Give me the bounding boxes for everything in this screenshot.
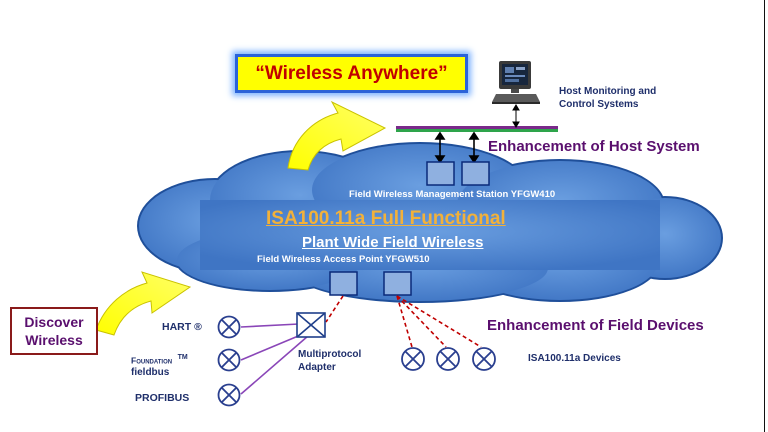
discover-wireless-arrow bbox=[95, 271, 192, 336]
station-link-arrows bbox=[434, 131, 480, 164]
discover-wireless-callout: Discover Wireless bbox=[10, 307, 98, 355]
foundation-text: Foundation bbox=[131, 355, 173, 366]
field-enhancement-label: Enhancement of Field Devices bbox=[487, 317, 704, 334]
fieldbus-text: fieldbus bbox=[131, 367, 170, 379]
access-point-label: Field Wireless Access Point YFGW510 bbox=[257, 254, 430, 265]
host-label-line-2: Control Systems bbox=[559, 99, 639, 110]
host-label-line-1: Host Monitoring and bbox=[559, 86, 657, 97]
wireless-anywhere-text: “Wireless Anywhere” bbox=[255, 62, 448, 84]
adapter-line-2: Adapter bbox=[298, 362, 336, 373]
management-station-devices bbox=[426, 161, 490, 186]
isa-device-icons bbox=[401, 347, 496, 371]
isa-device-icon-3 bbox=[472, 347, 496, 371]
isa-device-icon-1 bbox=[401, 347, 425, 371]
wireless-anywhere-callout: “Wireless Anywhere” bbox=[235, 54, 468, 93]
profibus-device-icon bbox=[217, 383, 241, 407]
discover-line-1: Discover bbox=[24, 314, 84, 330]
adapter-line-1: Multiprotocol bbox=[298, 349, 362, 360]
multiprotocol-adapter-icon bbox=[296, 312, 326, 338]
access-point-devices bbox=[329, 271, 412, 296]
host-computer-icon bbox=[492, 61, 540, 104]
foundation-device-icon bbox=[217, 348, 241, 372]
host-enhancement-label: Enhancement of Host System bbox=[488, 138, 700, 155]
discover-line-2: Wireless bbox=[25, 332, 83, 348]
foundation-tm: TM bbox=[177, 354, 188, 361]
wireless-links bbox=[325, 295, 482, 348]
legacy-device-icons bbox=[217, 315, 241, 407]
hart-device-icon bbox=[217, 315, 241, 339]
wireless-anywhere-arrow bbox=[287, 100, 387, 171]
isa-devices-label: ISA100.11a Devices bbox=[528, 353, 621, 364]
cloud-title: ISA100.11a Full Functional bbox=[266, 208, 506, 229]
adapter-label: Multiprotocol Adapter bbox=[298, 348, 361, 374]
profibus-label: PROFIBUS bbox=[135, 392, 190, 404]
computer-link-arrow bbox=[512, 104, 520, 128]
management-station-label: Field Wireless Management Station YFGW41… bbox=[349, 189, 556, 200]
foundation-fieldbus-label: Foundation TM fieldbus bbox=[131, 352, 188, 379]
cloud-subtitle: Plant Wide Field Wireless bbox=[302, 234, 484, 251]
wired-links bbox=[240, 323, 309, 395]
isa-device-icon-2 bbox=[436, 347, 460, 371]
host-bus bbox=[396, 126, 558, 132]
hart-label: HART ® bbox=[162, 321, 202, 333]
host-systems-label: Host Monitoring and Control Systems bbox=[559, 85, 656, 111]
